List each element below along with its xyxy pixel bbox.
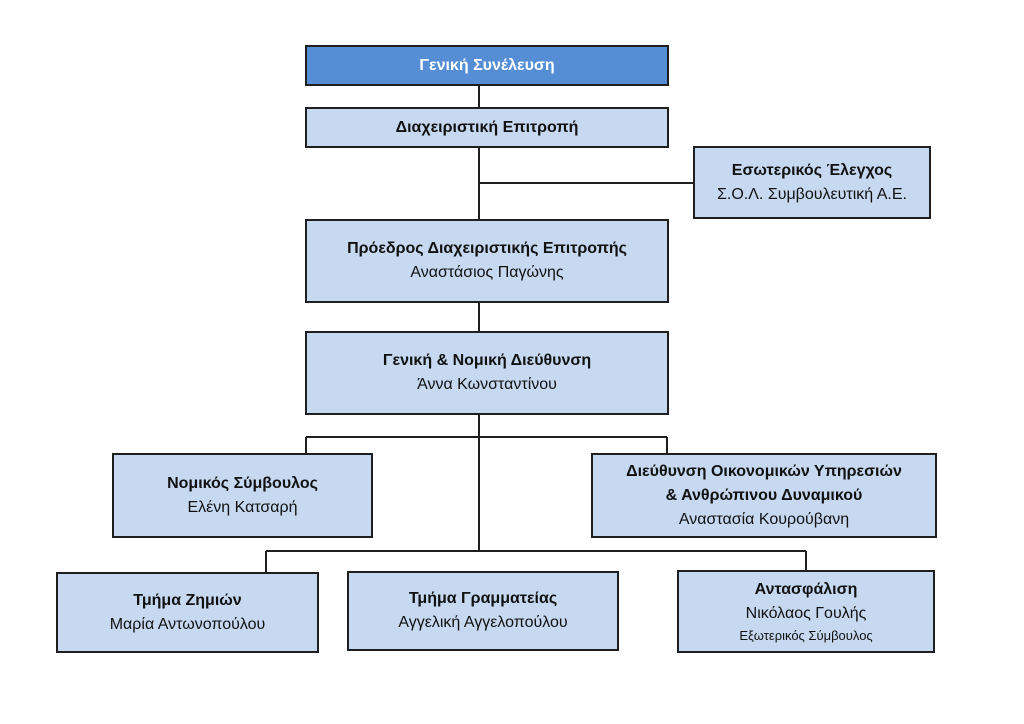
legal-advisor-person: Ελένη Κατσαρή xyxy=(187,498,298,516)
secretariat-department-person: Αγγελική Αγγελοπούλου xyxy=(398,614,568,631)
finance-hr-directorate-box: Διεύθυνση Οικονομικών Υπηρεσιών & Ανθρώπ… xyxy=(591,453,937,538)
reinsurance-note: Εξωτερικός Σύμβουλος xyxy=(739,627,873,643)
finance-hr-directorate-title-line2: & Ανθρώπινου Δυναμικού xyxy=(665,486,863,504)
management-committee-box: Διαχειριστική Επιτροπή xyxy=(305,107,669,148)
secretariat-department-box: Τμήμα Γραμματείας Αγγελική Αγγελοπούλου xyxy=(347,571,619,651)
internal-audit-person: Σ.Ο.Λ. Συμβουλευτική Α.Ε. xyxy=(717,185,907,203)
chairman-title: Πρόεδρος Διαχειριστικής Επιτροπής xyxy=(347,240,627,257)
claims-department-title: Τμήμα Ζημιών xyxy=(133,591,242,609)
claims-department-box: Τμήμα Ζημιών Μαρία Αντωνοπούλου xyxy=(56,572,319,653)
legal-advisor-box: Νομικός Σύμβουλος Ελένη Κατσαρή xyxy=(112,453,373,538)
reinsurance-title: Αντασφάλιση xyxy=(754,580,858,598)
general-assembly-title: Γενική Συνέλευση xyxy=(419,56,555,74)
legal-advisor-title: Νομικός Σύμβουλος xyxy=(167,474,318,492)
reinsurance-person: Νικόλαος Γουλής xyxy=(745,604,867,622)
finance-hr-directorate-title-line1: Διεύθυνση Οικονομικών Υπηρεσιών xyxy=(626,462,902,480)
reinsurance-box: Αντασφάλιση Νικόλαος Γουλής Εξωτερικός Σ… xyxy=(677,570,935,653)
secretariat-department-title: Τμήμα Γραμματείας xyxy=(408,590,558,607)
chairman-person: Αναστάσιος Παγώνης xyxy=(410,264,564,281)
chairman-box: Πρόεδρος Διαχειριστικής Επιτροπής Αναστά… xyxy=(305,219,669,303)
finance-hr-directorate-person: Αναστασία Κουρούβανη xyxy=(678,510,850,528)
general-legal-directorate-title: Γενική & Νομική Διεύθυνση xyxy=(382,352,592,369)
general-assembly-box: Γενική Συνέλευση xyxy=(305,45,669,86)
internal-audit-box: Εσωτερικός Έλεγχος Σ.Ο.Λ. Συμβουλευτική … xyxy=(693,146,931,219)
internal-audit-title: Εσωτερικός Έλεγχος xyxy=(731,161,893,179)
claims-department-person: Μαρία Αντωνοπούλου xyxy=(109,615,266,633)
management-committee-title: Διαχειριστική Επιτροπή xyxy=(395,118,579,136)
general-legal-directorate-person: Άννα Κωνσταντίνου xyxy=(417,376,557,393)
general-legal-directorate-box: Γενική & Νομική Διεύθυνση Άννα Κωνσταντί… xyxy=(305,331,669,415)
